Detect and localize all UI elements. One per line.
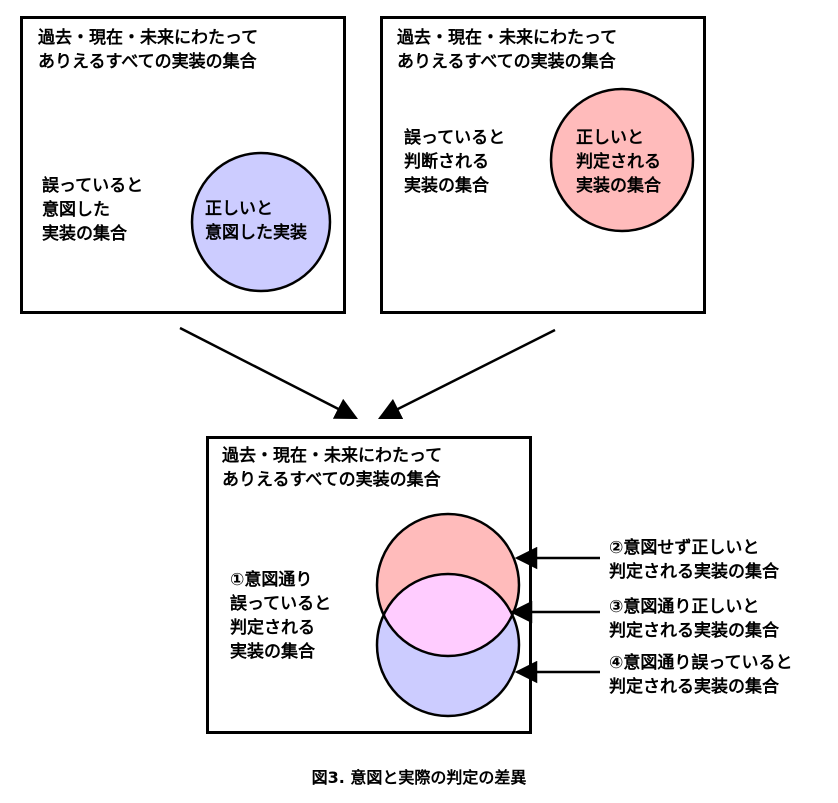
left-circle-label: 正しいと 意図した実装 [205,199,307,243]
bottom-lower-circle-outline [375,572,521,718]
callout4-label: ④意図通り誤っていると 判定される実装の集合 [609,653,793,697]
callout2-label: ②意図せず正しいと 判定される実装の集合 [609,538,779,582]
left-outside-label: 誤っていると 意図した 実装の集合 [42,176,144,244]
right-merge-arrow [377,328,556,420]
bottom-top-circle-outline [375,512,521,658]
callout3-label: ③意図通り正しいと 判定される実装の集合 [609,597,779,641]
figure-caption: 図3. 意図と実際の判定の差異 [311,768,527,787]
bottom-universe-label: 過去・現在・未来にわたって ありえるすべての実装の集合 [222,446,443,490]
left-merge-arrow [179,326,359,420]
right-circle-label: 正しいと 判定される 実装の集合 [576,128,661,196]
region1-label: ①意図通り 誤っていると 判定される 実装の集合 [230,570,332,662]
right-correct-circle [549,87,695,233]
right-outside-label: 誤っていると 判断される 実装の集合 [404,128,506,196]
left-universe-label: 過去・現在・未来にわたって ありえるすべての実装の集合 [38,28,259,72]
left-correct-circle [190,151,332,293]
right-universe-label: 過去・現在・未来にわたって ありえるすべての実装の集合 [397,28,618,72]
overlap-region [377,574,519,656]
